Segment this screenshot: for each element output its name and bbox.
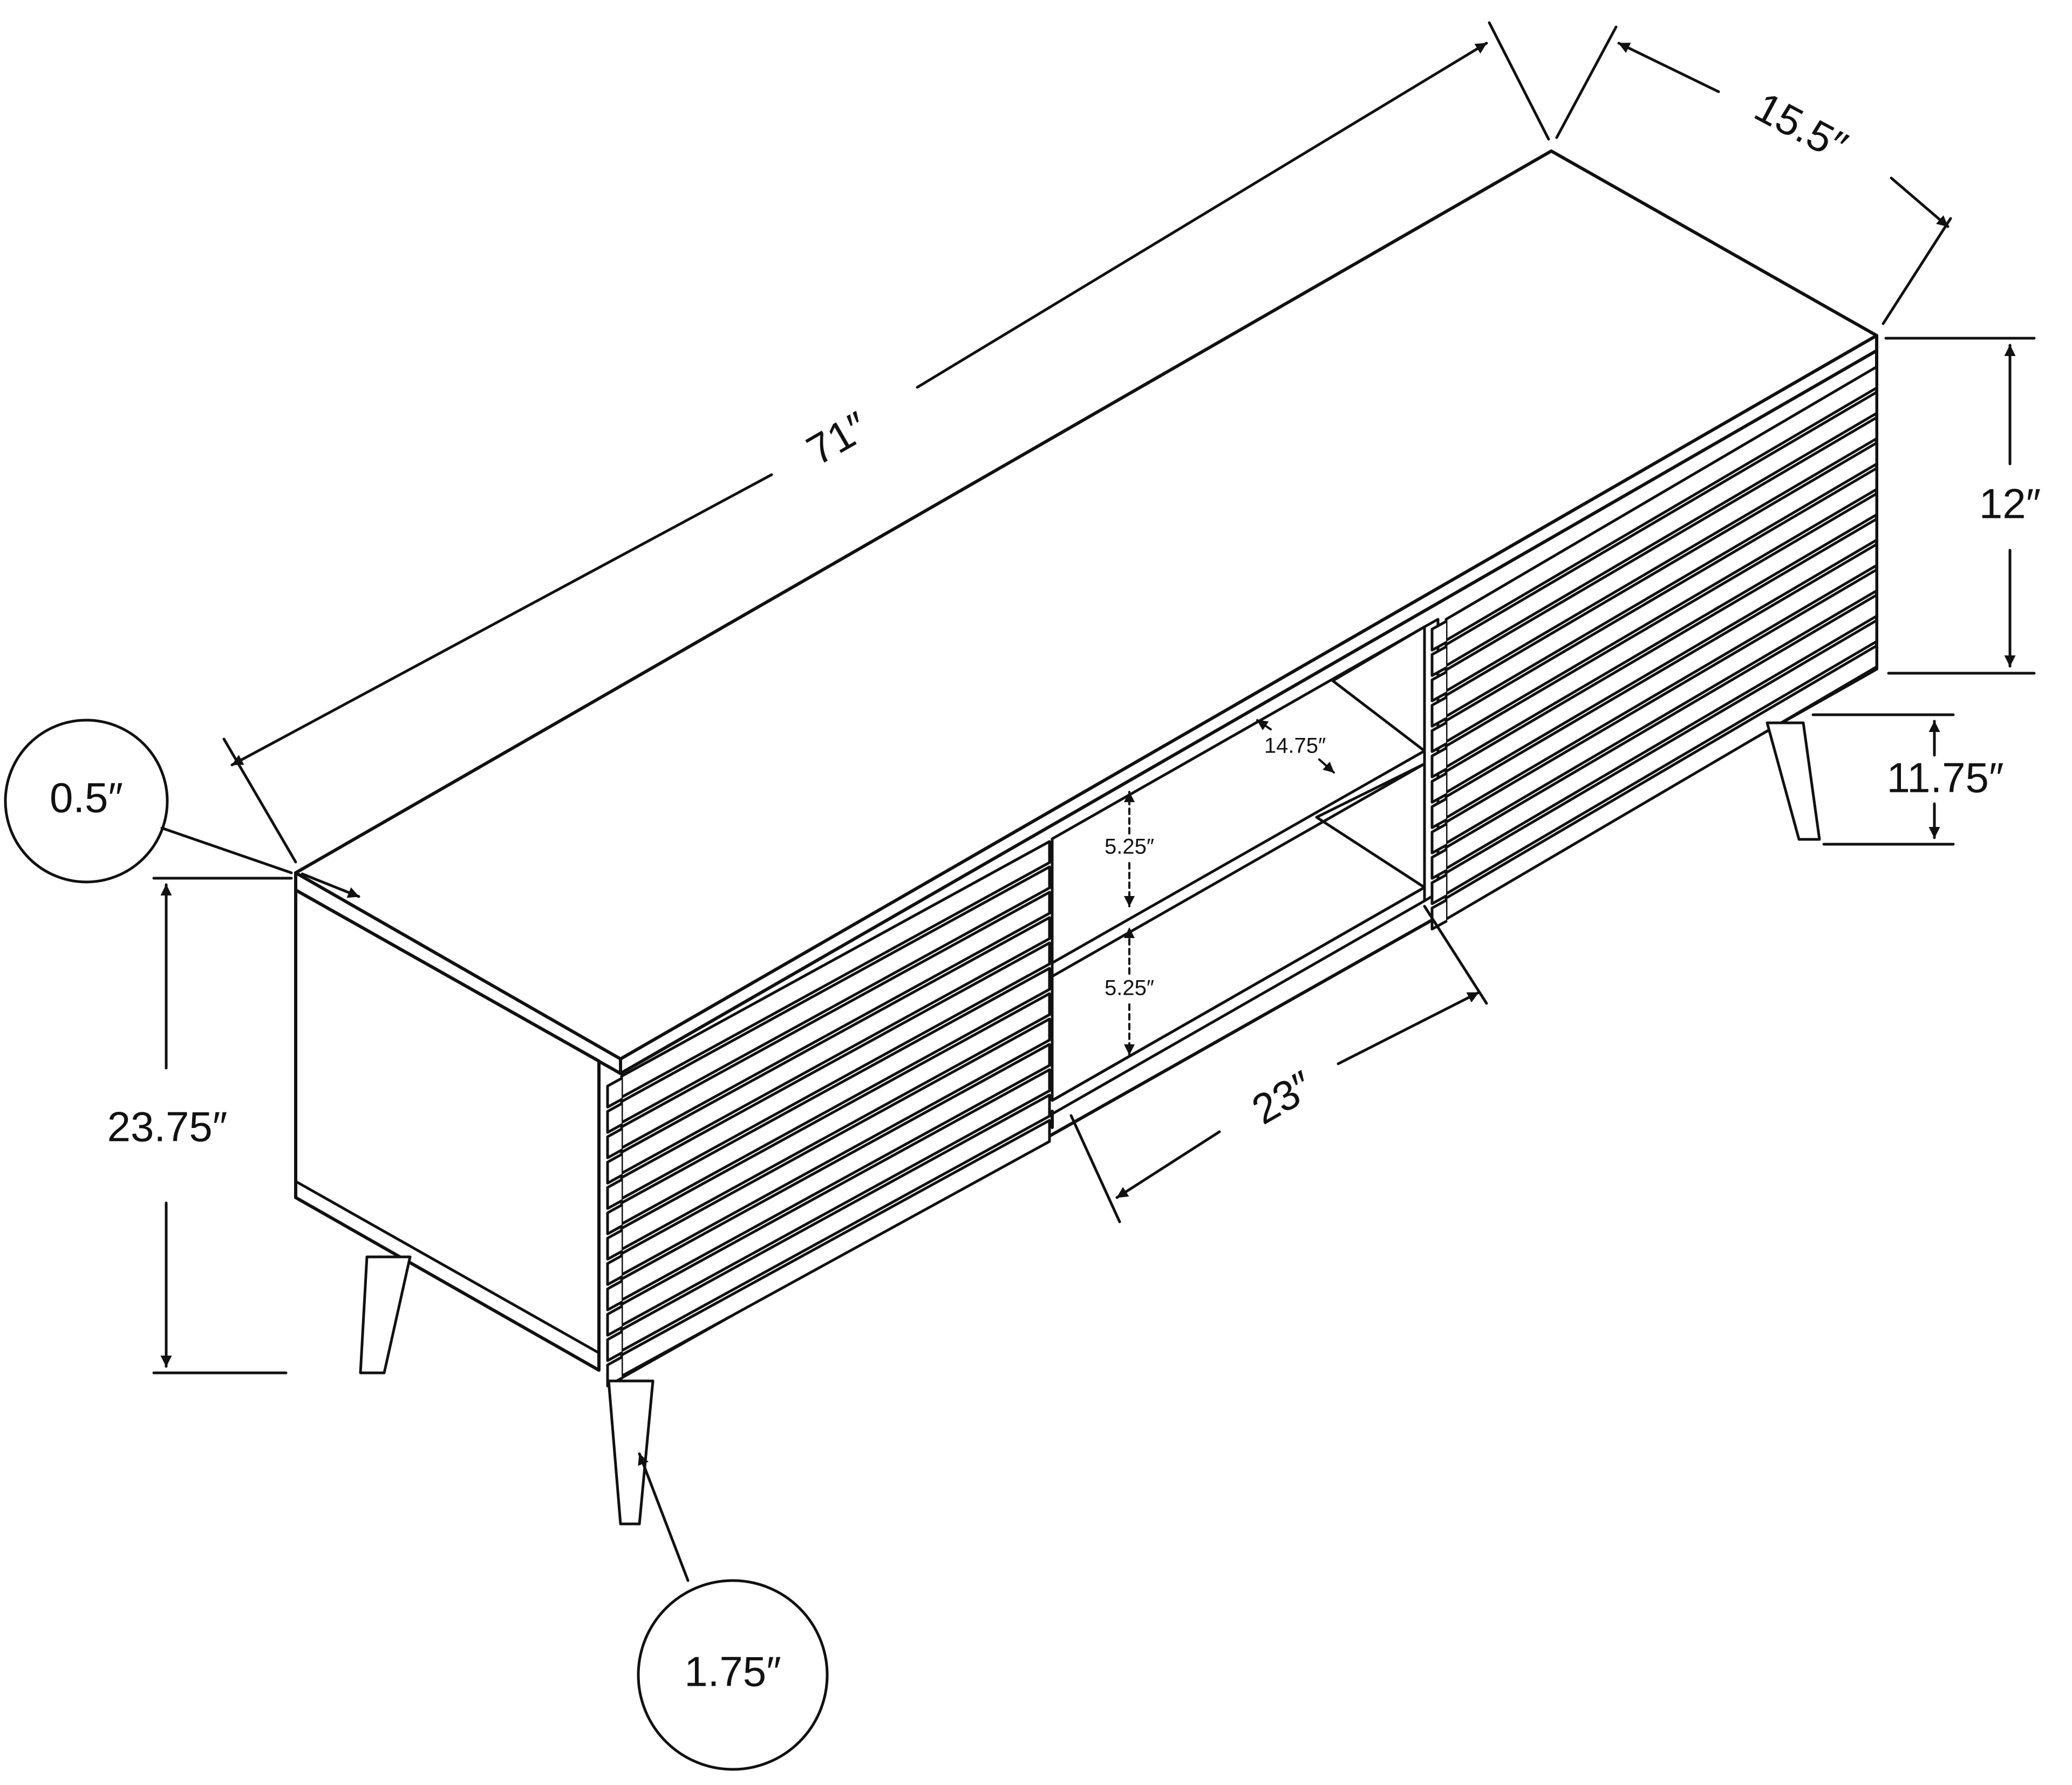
leg-callout-circle: [637, 1579, 829, 1771]
leg-callout-arrow: [638, 1452, 690, 1582]
right-door-slat-end: [1430, 671, 1448, 702]
lower-shelf-label: 5.25″: [1105, 976, 1154, 1000]
left-door-slat-end: [606, 1077, 623, 1109]
left-door-slat-end: [606, 1203, 623, 1235]
depth-extension-right: [1882, 217, 1952, 325]
right-door-slat-end: [1430, 620, 1448, 652]
right-door-slat-end: [1430, 747, 1448, 778]
right-side-bottom: [1860, 667, 1878, 679]
left-side-panel: [294, 888, 601, 1372]
upper-shelf-label: 5.25″: [1105, 835, 1154, 859]
left-door-slat-end: [606, 1127, 623, 1159]
left-door-slat-end: [606, 1102, 623, 1134]
width-extension-right: [1488, 21, 1550, 141]
right-door-slat-end: [1430, 645, 1448, 677]
thickness-leader: [160, 826, 293, 874]
right-door-slat-end: [1430, 797, 1448, 829]
leg-back-left: [359, 1255, 412, 1374]
depth-extension-left: [1555, 25, 1618, 139]
left-door-slat-end: [606, 1178, 623, 1210]
thickness-callout-circle: [4, 719, 169, 884]
top-front-long-edge: [619, 349, 1878, 1075]
leg-diameter-label: 1.75″: [684, 1648, 781, 1695]
dimensions: 71″ 15.5″ 12″ 11.75″ 0.5″ 23.75″ 1.75″: [4, 21, 2041, 1771]
depth-arrow-left: [1617, 42, 1720, 93]
left-panel-bottom-lip: [294, 1180, 601, 1355]
shelf-width-extension-right: [1423, 905, 1488, 1005]
right-door-slat-end: [1430, 873, 1448, 905]
shelf-width-arrow-right: [1337, 991, 1480, 1065]
total-height-label: 23.75″: [107, 1103, 228, 1151]
leg-front-left: [607, 1379, 655, 1526]
left-door-slat-end: [606, 1254, 623, 1286]
shelf-depth-arrow-front: [1318, 758, 1335, 774]
right-slatted-door: [1430, 365, 1878, 931]
right-door-slat-end: [1430, 696, 1448, 728]
right-door-slat-end: [1430, 772, 1448, 804]
left-door-slat-end: [606, 1280, 623, 1311]
shelf-depth-arrow-back: [1256, 719, 1272, 730]
left-slatted-door: [606, 840, 1051, 1387]
clearance-label: 11.75″: [1886, 754, 2003, 802]
left-door-slat-end: [606, 1305, 623, 1337]
right-door-slat-end: [1430, 721, 1448, 753]
height12-label: 12″: [1979, 480, 2041, 528]
width-arrow-left: [230, 473, 773, 767]
width-extension-left: [222, 737, 297, 864]
tv-stand-body: [294, 149, 1878, 1526]
left-door-slat-end: [606, 1330, 623, 1362]
right-door-slat-end: [1430, 848, 1448, 880]
depth-label: 15.5″: [1747, 83, 1855, 170]
right-door-slat-end: [1430, 899, 1448, 931]
left-door-slat-end: [606, 1153, 623, 1185]
shelf-depth-label: 14.75″: [1264, 734, 1326, 758]
width-arrow-right: [916, 42, 1488, 389]
inner-divider-lower: [1315, 762, 1426, 889]
shelf-width-arrow-left: [1115, 1130, 1221, 1199]
depth-arrow-right: [1890, 176, 1950, 228]
right-door-slat-end: [1430, 823, 1448, 854]
leg-front-right: [1766, 721, 1821, 841]
shelf-width-extension-left: [1069, 1114, 1121, 1223]
thickness-arrow: [301, 872, 360, 898]
inner-divider: [1331, 625, 1426, 753]
shelf-width-label: 23″: [1244, 1062, 1321, 1133]
left-door-slat-end: [606, 1229, 623, 1261]
thickness-label: 0.5″: [50, 774, 123, 822]
width-label: 71″: [799, 402, 876, 474]
